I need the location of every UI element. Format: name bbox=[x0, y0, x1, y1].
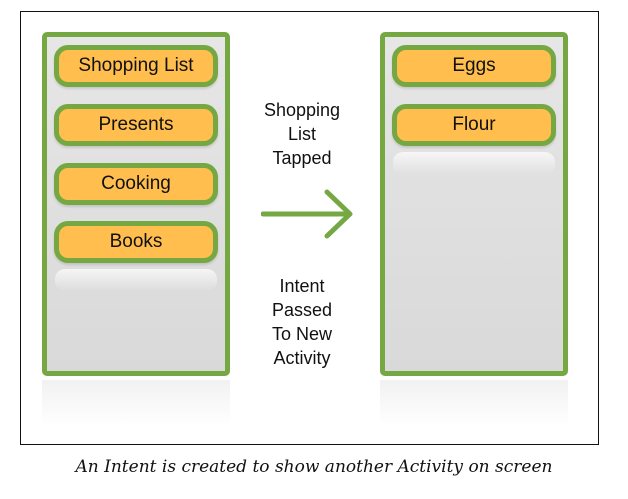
left-phone-reflection bbox=[42, 380, 230, 426]
list-item-label: Eggs bbox=[452, 55, 496, 76]
label-list-tapped: Shopping List Tapped bbox=[263, 100, 341, 168]
left-phone-screen: Shopping List Presents Cooking Books bbox=[42, 32, 230, 376]
right-arrow-icon bbox=[261, 189, 353, 239]
list-item-label: Flour bbox=[452, 114, 496, 135]
list-item-label: Shopping List bbox=[78, 55, 194, 76]
right-phone-screen: Eggs Flour bbox=[380, 32, 568, 376]
list-item-label: Books bbox=[109, 231, 163, 252]
list-item-label: Cooking bbox=[101, 173, 171, 194]
label-intent-passed: Intent Passed To New Activity bbox=[271, 276, 333, 368]
figure-caption: An Intent is created to show another Act… bbox=[75, 457, 553, 477]
list-fade bbox=[55, 269, 217, 291]
list-item-label: Presents bbox=[98, 114, 174, 135]
list-item-cooking[interactable]: Cooking bbox=[54, 163, 218, 205]
right-phone-reflection bbox=[380, 380, 568, 426]
list-item-presents[interactable]: Presents bbox=[54, 104, 218, 146]
list-item-books[interactable]: Books bbox=[54, 221, 218, 263]
list-item-eggs[interactable]: Eggs bbox=[392, 45, 556, 87]
list-item-flour[interactable]: Flour bbox=[392, 104, 556, 146]
diagram-frame: Shopping List Presents Cooking Books Sho… bbox=[20, 11, 599, 445]
list-item-shopping-list[interactable]: Shopping List bbox=[54, 45, 218, 87]
list-fade bbox=[393, 152, 555, 174]
